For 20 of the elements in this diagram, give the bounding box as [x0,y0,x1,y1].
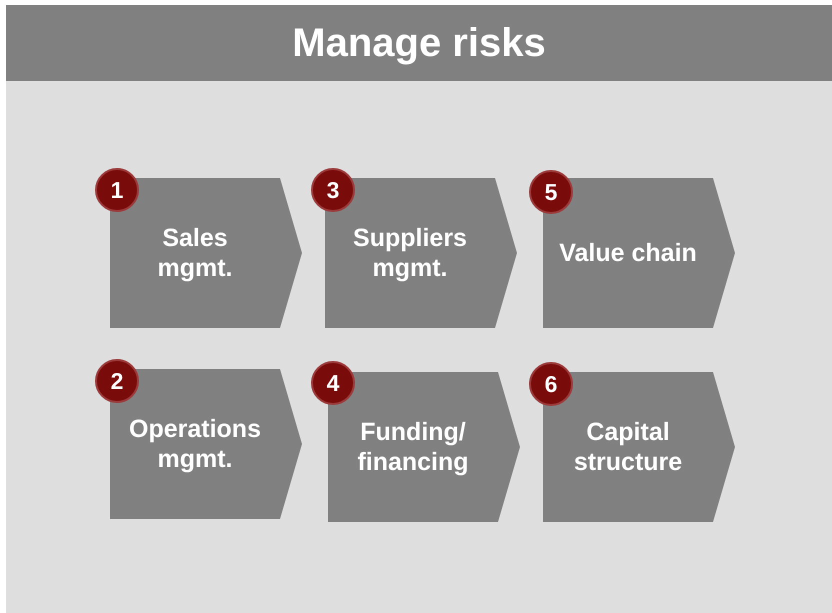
step-label: Suppliers mgmt. [352,223,468,283]
number-badge: 3 [311,168,355,212]
number-badge: 1 [95,168,139,212]
chevron-step [110,178,302,328]
panel-title: Manage risks [6,5,832,81]
chevron-step [328,372,520,522]
number-badge: 5 [529,170,573,214]
step-label: Operations mgmt. [128,414,262,474]
chevron-step [543,372,735,522]
number-badge: 6 [529,362,573,406]
step-label: Value chain [558,238,698,268]
chevron-step [325,178,517,328]
step-label: Capital structure [572,417,684,477]
chevron-step [110,369,302,519]
number-badge: 2 [95,359,139,403]
step-label: Funding/ financing [356,417,470,477]
number-badge: 4 [311,361,355,405]
chevron-step [543,178,735,328]
panel [6,5,832,613]
step-label: Sales mgmt. [156,223,234,283]
